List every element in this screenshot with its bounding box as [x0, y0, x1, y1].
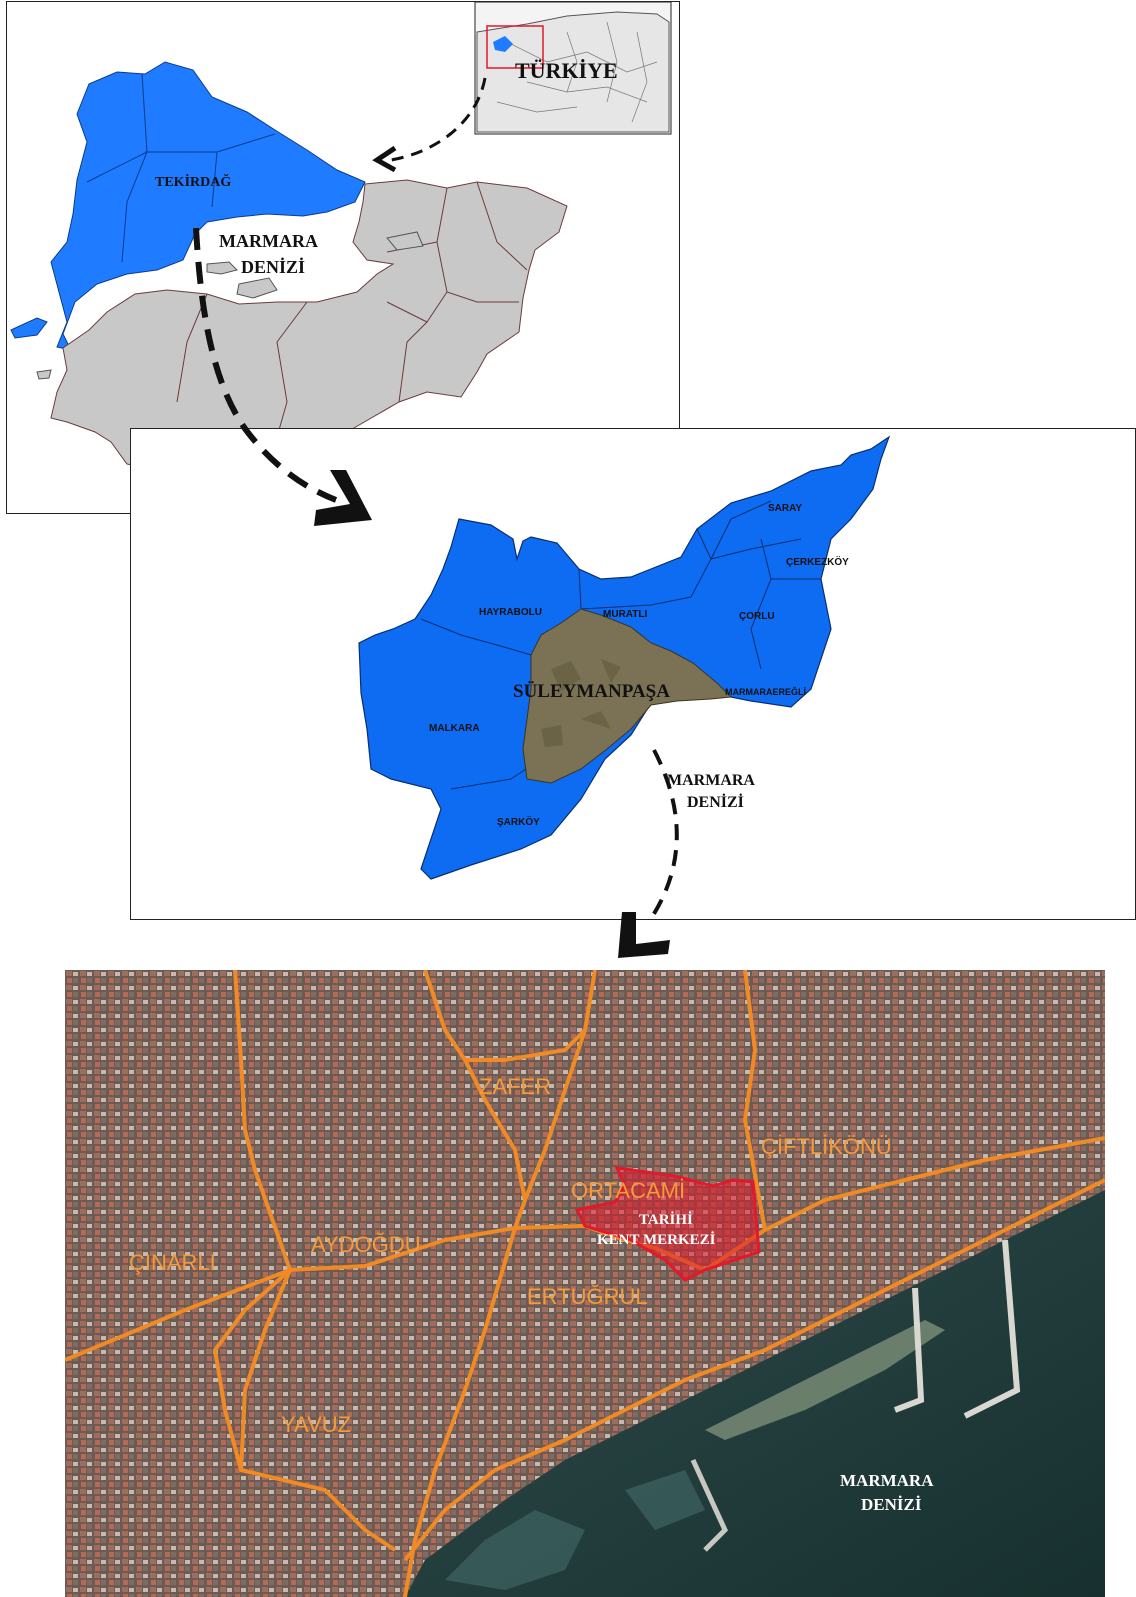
- coastal-park: [705, 1320, 945, 1440]
- neighborhood-cinarli: ÇINARLI: [129, 1250, 216, 1275]
- district-saray: SARAY: [768, 503, 802, 514]
- pier-2: [690, 1458, 728, 1552]
- island-west: [10, 317, 48, 339]
- neighborhood-zafer: ZAFER: [479, 1074, 551, 1099]
- arrowhead-1: [372, 145, 397, 173]
- turkiye-label: TÜRKİYE: [515, 58, 618, 83]
- neighborhood-yavuz: YAVUZ: [281, 1412, 351, 1437]
- historic-label-1: TARİHİ: [639, 1211, 693, 1228]
- district-hayrabolu: HAYRABOLU: [479, 607, 542, 618]
- historic-center-area[interactable]: [574, 1166, 761, 1282]
- island-small: [36, 369, 52, 380]
- marmara-island-2: [236, 277, 278, 299]
- region-sea-label-2: DENİZİ: [241, 257, 305, 277]
- district-sea-label-1: MARMARA: [667, 772, 755, 789]
- region-sea-label-1: MARMARA: [219, 231, 318, 251]
- neighborhood-ertugrul: ERTUĞRUL: [527, 1284, 648, 1309]
- district-marmaraeregli: MARMARAEREĞLİ: [725, 686, 806, 697]
- district-corlu: ÇORLU: [739, 611, 775, 622]
- district-muratli: MURATLI: [603, 609, 647, 620]
- neighborhood-boundaries: [65, 970, 1105, 1597]
- city-sea-label-2: DENİZİ: [861, 1495, 922, 1514]
- neighborhood-aydogdu: AYDOĞDU: [311, 1232, 421, 1257]
- district-map-svg: SARAY ÇERKEZKÖY HAYRABOLU MURATLI ÇORLU …: [358, 435, 891, 880]
- tekirdag-district-lines: [86, 73, 276, 263]
- district-boundaries: [420, 500, 821, 790]
- district-map-panel: SARAY ÇERKEZKÖY HAYRABOLU MURATLI ÇORLU …: [130, 428, 1136, 920]
- neighborhood-ciftlikonu: ÇİFTLİKÖNÜ: [761, 1134, 892, 1159]
- marmara-sea: [405, 1190, 1105, 1597]
- city-map-svg: ZAFER ÇİFTLİKÖNÜ ORTACAMİ ÇINARLI AYDOĞD…: [65, 970, 1105, 1597]
- suleymanpasa-district[interactable]: [522, 608, 733, 784]
- district-cerkezkoy: ÇERKEZKÖY: [786, 555, 849, 568]
- city-sea-label-1: MARMARA: [840, 1471, 934, 1490]
- city-map-panel: ZAFER ÇİFTLİKÖNÜ ORTACAMİ ÇINARLI AYDOĞD…: [65, 970, 1105, 1597]
- sea-shallows: [445, 1470, 705, 1590]
- suleymanpasa-texture: [541, 659, 621, 747]
- district-sea-label-2: DENİZİ: [687, 792, 744, 811]
- historic-label-2: KENT MERKEZİ: [597, 1231, 716, 1248]
- district-suleymanpasa: SÜLEYMANPAŞA: [513, 681, 670, 702]
- marmara-island-3: [386, 231, 424, 251]
- district-sarkoy: ŞARKÖY: [497, 815, 540, 828]
- district-malkara: MALKARA: [429, 723, 480, 734]
- arrow-inset-to-province: [390, 77, 487, 162]
- marmara-island: [206, 261, 238, 275]
- tekirdag-label: TEKİRDAĞ: [155, 173, 231, 190]
- harbor-pier: [893, 1239, 1021, 1419]
- turkiye-inset: TÜRKİYE: [474, 2, 672, 135]
- neighborhood-ortacami: ORTACAMİ: [571, 1178, 685, 1203]
